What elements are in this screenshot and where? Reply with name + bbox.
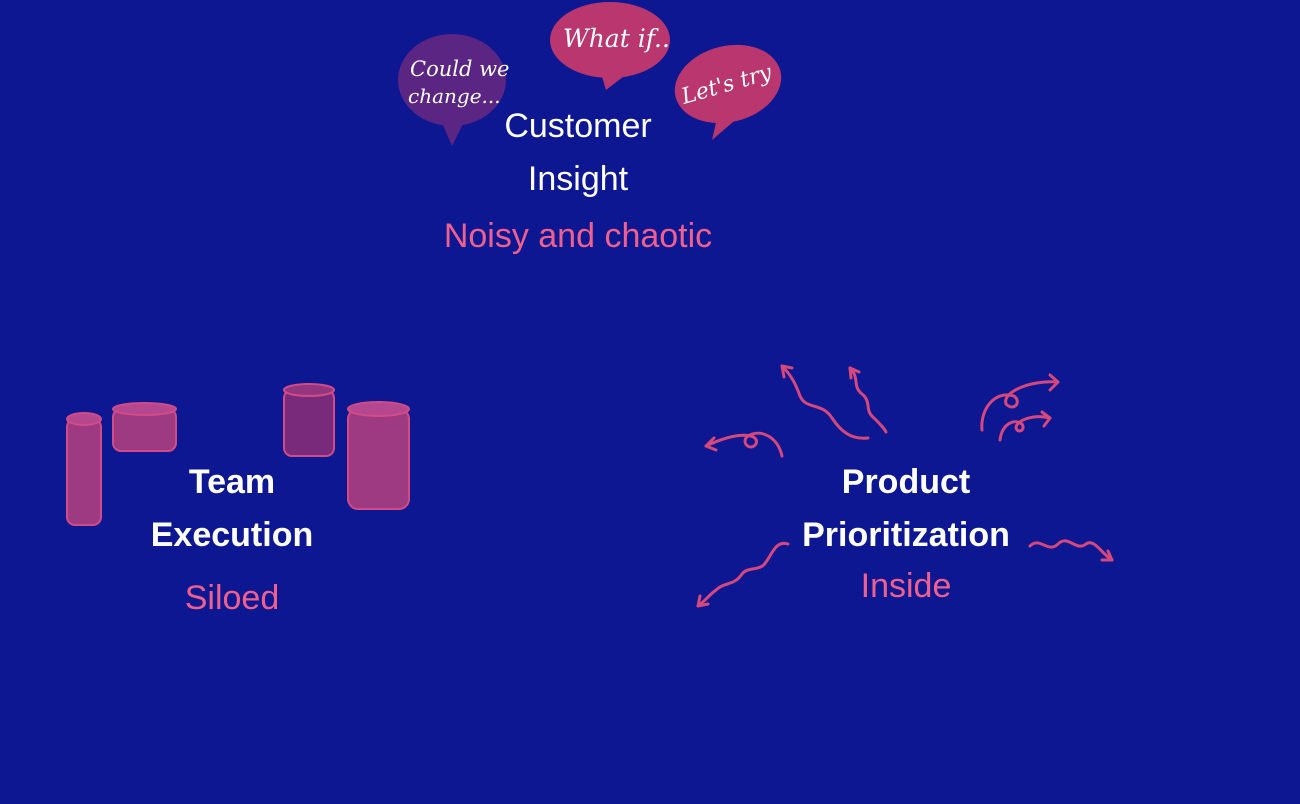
squiggle-arrow-icon: [1028, 539, 1114, 562]
arrowhead-icon: [696, 594, 710, 608]
node-product-prioritization: Product Prioritization Inside: [776, 456, 1036, 613]
node-title-line: Product: [841, 463, 971, 501]
node-title-line: Prioritization: [802, 516, 1010, 554]
arrowhead-icon: [780, 364, 794, 379]
node-state-label: Noisy and chaotic: [443, 217, 713, 255]
speech-bubble-could-we: Could we change...: [398, 34, 509, 146]
cylinder-icon: [283, 383, 335, 457]
node-customer-insight: Customer Insight Noisy and chaotic: [438, 100, 718, 263]
squiggle-arrow-icon: [980, 380, 1060, 432]
speech-bubble-shape: [398, 34, 506, 126]
speech-bubble-lets-try: Let's try: [674, 44, 782, 140]
speech-bubble-shape: [674, 44, 782, 124]
arrowhead-icon: [1100, 549, 1114, 562]
bubble-text-line-2: change...: [408, 84, 501, 108]
node-title-line: Execution: [150, 516, 314, 554]
node-team-execution: Team Execution Siloed: [112, 456, 352, 625]
arrowhead-icon: [1040, 410, 1052, 428]
silo-cylinders: [66, 383, 410, 526]
cylinder-icon: [112, 402, 177, 452]
arrowhead-icon: [1048, 373, 1060, 392]
node-title-line: Customer: [504, 107, 652, 145]
arrowhead-icon: [704, 436, 718, 452]
squiggle-arrow-icon: [780, 364, 870, 440]
node-title-line: Insight: [527, 160, 629, 198]
bubble-text-line-1: What if..: [563, 24, 670, 53]
squiggle-arrow-icon: [998, 415, 1052, 442]
speech-bubble-tail: [440, 118, 466, 146]
node-state-label: Inside: [860, 567, 952, 605]
speech-bubble-what-if: What if..: [550, 2, 670, 90]
chaotic-arrows: [696, 364, 1114, 608]
speech-bubble-tail: [712, 114, 740, 140]
speech-bubble-shape: [550, 2, 670, 78]
node-title-line: Team: [188, 463, 276, 501]
speech-bubble-tail: [600, 70, 632, 90]
arrowhead-icon: [848, 366, 861, 380]
squiggle-arrow-icon: [848, 366, 888, 434]
bubble-text-line-1: Could we: [410, 57, 509, 81]
cylinder-icon: [347, 401, 410, 510]
squiggle-arrow-icon: [704, 431, 784, 458]
cylinder-icon: [66, 412, 102, 526]
node-state-label: Siloed: [184, 579, 280, 617]
squiggle-arrow-icon: [696, 541, 790, 608]
